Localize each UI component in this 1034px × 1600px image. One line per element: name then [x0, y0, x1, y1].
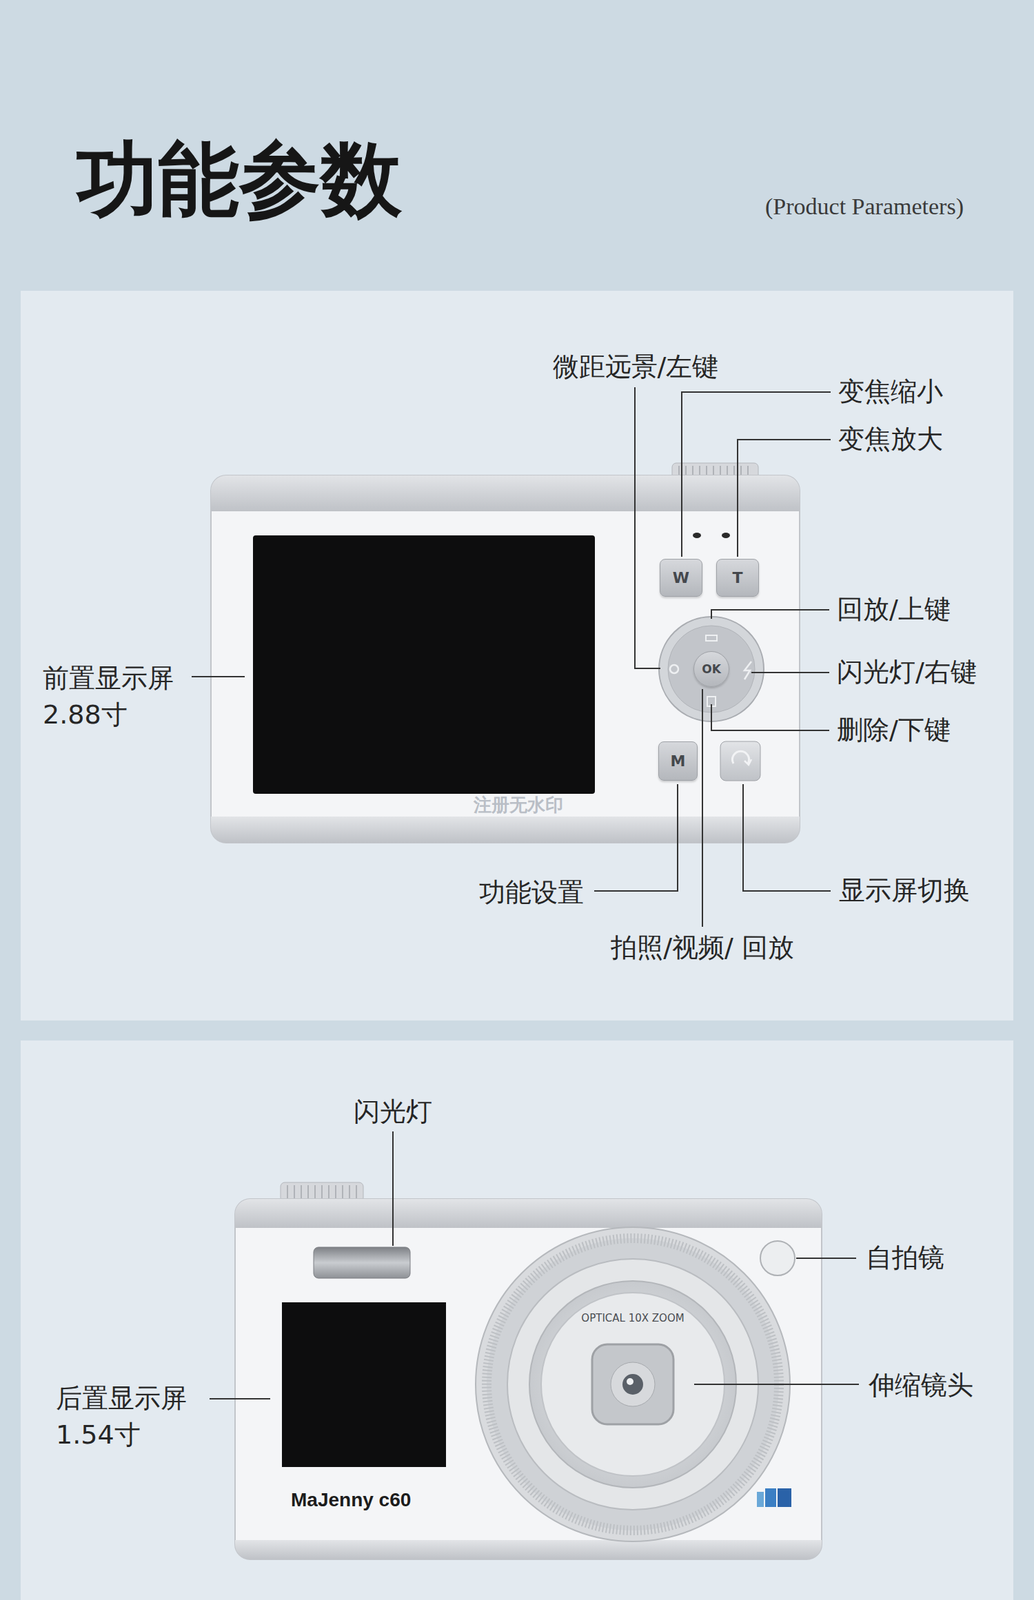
- callout-label: 后置显示屏 1.54寸: [55, 1380, 198, 1454]
- camera-back: [210, 475, 800, 844]
- camera-front: [610, 1362, 655, 1407]
- leader-line: [594, 784, 678, 892]
- button-key: M: [658, 741, 698, 782]
- camera-back: [667, 625, 755, 713]
- callout-label: 功能设置: [479, 874, 584, 912]
- camera-back: [210, 816, 800, 844]
- leader-line: [751, 672, 830, 674]
- button-key: W: [659, 559, 703, 597]
- camera-front: [777, 1488, 792, 1508]
- camera-front: [313, 1247, 411, 1279]
- leader-line: [681, 392, 831, 557]
- camera-front: [235, 1182, 822, 1560]
- button-label: T: [732, 569, 743, 587]
- button-key: T: [716, 559, 759, 597]
- callout-label: 微距远景/左键: [552, 348, 719, 386]
- callout-label: 伸缩镜头: [868, 1367, 974, 1405]
- camera-front: [756, 1492, 764, 1508]
- camera-front: [281, 1302, 446, 1468]
- leader-line: [737, 439, 831, 557]
- leader-line: [796, 1258, 857, 1260]
- leader-line: [634, 387, 661, 669]
- camera-front: [626, 1378, 634, 1386]
- callout-label: 变焦放大: [838, 421, 944, 458]
- leader-line: [701, 689, 704, 928]
- camera-front: [765, 1488, 777, 1508]
- callout-label: 删除/下键: [836, 712, 951, 749]
- button-key: OK: [693, 651, 730, 688]
- camera-front: [287, 1185, 357, 1200]
- camera-front: [235, 1199, 822, 1560]
- callout-label: 显示屏切换: [838, 872, 970, 910]
- leader-line: [711, 610, 830, 620]
- panel: [20, 290, 1014, 1600]
- button-label: OK: [701, 662, 722, 677]
- camera-back: [670, 665, 679, 674]
- panel: [20, 1040, 1014, 1600]
- leader-line: [711, 704, 830, 731]
- leader-line: [191, 387, 831, 928]
- camera-back: [210, 475, 800, 512]
- camera-front: [760, 1241, 795, 1276]
- leader-line: [209, 1398, 271, 1401]
- callout-label: 闪光灯: [353, 1093, 433, 1131]
- subtitle: (Product Parameters): [765, 190, 964, 224]
- leader-line: [392, 1131, 394, 1247]
- camera-back: [705, 635, 717, 642]
- lens-marking: OPTICAL 10X ZOOM: [581, 1311, 684, 1327]
- camera-back: [744, 759, 752, 766]
- leader-line: [209, 1131, 859, 1400]
- leader-line: [191, 676, 245, 678]
- leader-line: [694, 1384, 859, 1386]
- camera-back: [744, 661, 752, 680]
- camera-back: [252, 535, 595, 795]
- camera-front: [622, 1374, 644, 1396]
- callout-label: 闪光灯/右键: [836, 654, 977, 691]
- callout-label: 拍照/视频/ 回放: [610, 929, 795, 967]
- camera-front: [235, 1199, 822, 1229]
- callout-label: 回放/上键: [836, 591, 951, 628]
- brand-name: MaJenny c60: [290, 1486, 411, 1514]
- button-label: W: [672, 569, 690, 587]
- watermark: 注册无水印: [473, 792, 564, 818]
- camera-back: [720, 741, 761, 782]
- camera-back: [721, 532, 731, 539]
- button-label: M: [670, 752, 686, 770]
- camera-front: [235, 1540, 822, 1560]
- callout-label: 变焦缩小: [838, 373, 944, 411]
- callout-label: 前置显示屏 2.88寸: [42, 660, 185, 734]
- callout-label: 自拍镜: [865, 1240, 945, 1277]
- panel: [20, 290, 1014, 1021]
- camera-back: [210, 463, 800, 844]
- page-title: 功能参数: [76, 135, 402, 225]
- camera-front: [592, 1344, 674, 1425]
- camera-back: [692, 532, 702, 539]
- leader-line: [743, 784, 831, 892]
